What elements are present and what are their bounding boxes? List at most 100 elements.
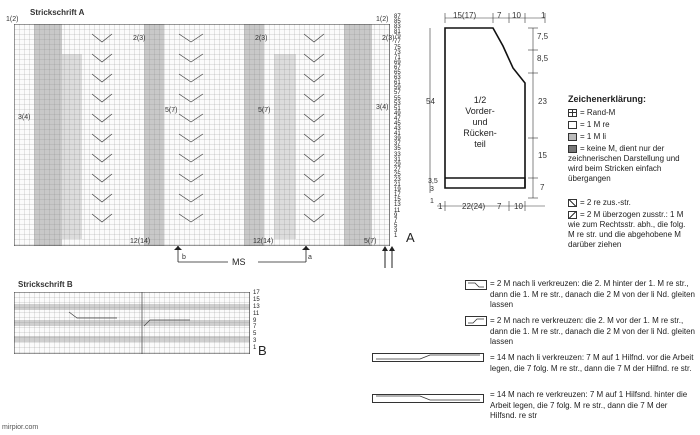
purl-stitch-icon: [568, 132, 577, 141]
row-number: 49: [394, 110, 401, 117]
row-number: 63: [394, 75, 401, 82]
row-number: 7: [394, 217, 398, 224]
row-number: 55: [394, 95, 401, 102]
row-number: 67: [394, 64, 401, 71]
legend-title: Zeichenerklärung:: [568, 94, 647, 104]
row-number: 9: [253, 317, 257, 324]
chart-a-inner-label: 3(4): [376, 104, 389, 111]
chart-a-corner-right: 1(2): [376, 16, 389, 23]
row-number: 13: [253, 303, 260, 310]
row-number: 25: [394, 171, 401, 178]
piece-label-line: teil: [474, 139, 486, 149]
chart-b-letter: B: [258, 343, 267, 358]
row-number: 41: [394, 131, 401, 138]
bottom-dim: 10: [514, 202, 523, 211]
row-number: 1: [394, 233, 398, 240]
row-number: 39: [394, 136, 401, 143]
row-number: 23: [394, 177, 401, 183]
left-small-dim: 1: [430, 198, 434, 205]
cable-right-2-icon: [465, 316, 487, 326]
piece-label-line: Vorder-: [465, 106, 495, 116]
row-number: 59: [394, 85, 401, 92]
row-number: 61: [394, 80, 401, 87]
legend-item-rand: = Rand-M: [568, 108, 692, 118]
chart-a-inner-label: 5(7): [165, 107, 178, 114]
row-number: 11: [253, 310, 260, 317]
row-number: 75: [394, 44, 401, 51]
right-dim: 7: [540, 183, 545, 192]
row-number: 31: [394, 156, 401, 163]
chart-b-title: Strickschrift B: [18, 280, 73, 289]
cable-right-14-icon: [372, 394, 484, 403]
row-number: 5: [394, 222, 398, 229]
row-number: 5: [253, 331, 257, 338]
edge-arrows: [382, 246, 395, 268]
legend-item-knit: = 1 M re: [568, 120, 692, 130]
piece-label-line: Rücken-: [463, 128, 497, 138]
left-dim: 54: [426, 97, 435, 106]
cable-desc-right-14: = 14 M nach re verkreuzen: 7 M auf 1 Hil…: [490, 390, 688, 420]
row-number: 27: [394, 166, 401, 173]
right-dim: 8,5: [537, 54, 549, 63]
marker-b: b: [182, 254, 186, 261]
row-number: 73: [394, 49, 401, 56]
row-number: 17: [394, 192, 401, 199]
row-number: 65: [394, 70, 401, 77]
cable-left-2-icon: [465, 280, 487, 290]
row-number: 79: [394, 34, 401, 41]
row-number: 87: [394, 14, 401, 20]
legend-text: = 2 re zus.-str.: [580, 198, 631, 207]
row-number: 15: [253, 296, 260, 303]
row-number: 37: [394, 141, 401, 148]
top-dim: 10: [512, 11, 521, 20]
row-number: 21: [394, 182, 401, 189]
chart-a-inner-label: 3(4): [18, 114, 31, 121]
cable-desc-left-14: = 14 M nach li verkreuzen: 7 M auf 1 Hil…: [490, 353, 694, 373]
row-number: 35: [394, 146, 401, 153]
row-number: 3: [394, 227, 398, 234]
ms-bracket: [174, 246, 310, 263]
row-number: 11: [394, 207, 401, 214]
k2tog-icon: [568, 198, 577, 207]
row-number: 69: [394, 59, 401, 66]
row-number: 85: [394, 19, 401, 26]
legend-item-no-stitch: = keine M, dient nur der zeichnerischen …: [568, 144, 692, 184]
top-dim: 1: [541, 11, 546, 20]
row-number: 15: [394, 197, 401, 204]
row-number: 1: [253, 345, 257, 352]
chart-a-inner-label: 2(3): [133, 35, 146, 42]
row-number: 13: [394, 202, 401, 209]
left-small-dim: 3: [430, 186, 434, 193]
no-stitch-icon: [568, 145, 577, 153]
row-number: 57: [394, 90, 401, 97]
legend-text: = 1 M li: [580, 132, 607, 141]
chart-a-inner-label: 5(7): [258, 107, 271, 114]
chart-a-inner-label: 12(14): [130, 238, 151, 245]
bottom-dim: 22(24): [462, 202, 486, 211]
row-number: 7: [253, 324, 257, 331]
cable-desc-right-2: = 2 M nach re verkreuzen: die 2. M vor d…: [490, 316, 696, 346]
row-number: 83: [394, 24, 401, 31]
legend-text: = keine M, dient nur der zeichnerischen …: [568, 144, 680, 183]
cable-left-14-icon: [372, 353, 484, 362]
legend-text: = 1 M re: [580, 120, 610, 129]
row-number: 19: [394, 187, 401, 194]
cable-desc-left-2: = 2 M nach li verkreuzen: die 2. M hinte…: [490, 279, 696, 309]
right-dim: 23: [538, 97, 547, 106]
row-number: 33: [394, 151, 401, 158]
left-small-dim: 3,5: [428, 178, 438, 185]
right-dim: 15: [538, 151, 547, 160]
row-number: 43: [394, 126, 401, 133]
row-number: 3: [253, 338, 257, 345]
knit-stitch-icon: [568, 120, 577, 129]
row-number: 53: [394, 100, 401, 107]
chart-a-inner-label: 2(3): [382, 35, 395, 42]
row-number: 9: [394, 212, 398, 219]
row-number: 77: [394, 39, 401, 46]
bottom-dim: 7: [497, 202, 502, 211]
chart-a-letter: A: [406, 230, 415, 245]
marker-a: a: [308, 254, 312, 261]
watermark: mirpior.com: [2, 424, 39, 431]
